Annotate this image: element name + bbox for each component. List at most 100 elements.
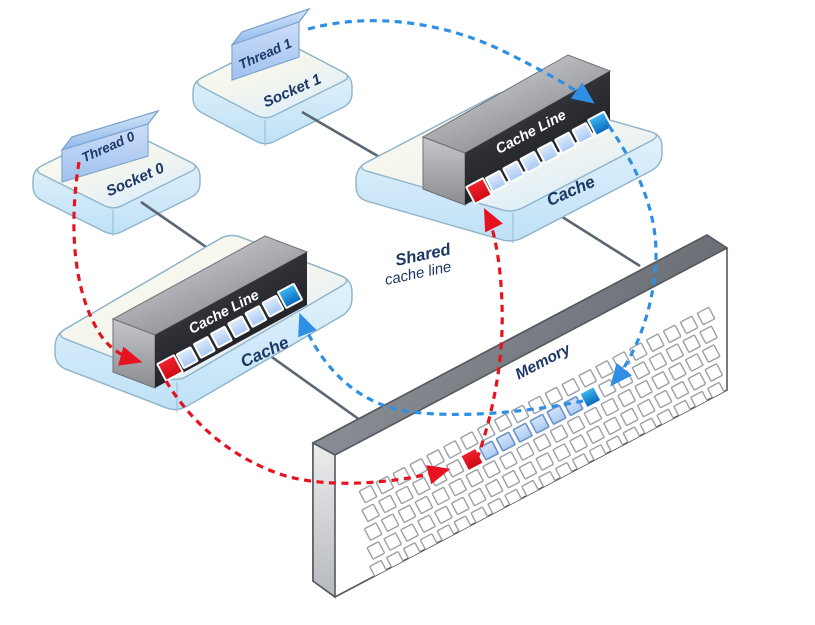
memory-cell [670,381,690,400]
thread-1-front [231,21,300,81]
memory-cell [366,541,385,560]
memory-cell [687,372,707,391]
memory-cell [552,443,571,462]
thread-0-front [61,123,149,183]
cache-line-box-left: Cache Line [111,235,309,389]
memory-cell [620,407,639,427]
cache-cell-light [210,325,233,349]
shared-cache-line-annotation: Shared cache line [383,240,453,289]
memory-cell [696,306,716,326]
memory-cell [516,442,535,461]
socket-1-platform-top [196,40,349,119]
memory-cell [569,434,588,453]
memory-cell [535,452,554,471]
memory-cell-light [529,413,550,434]
cache-cell-light [244,305,267,328]
memory-cell [482,460,501,479]
cache-cell-light [571,122,594,145]
memory-grid [358,306,726,579]
cache-line-cells-left [156,283,303,382]
cache-cell-light [193,336,216,359]
memory-cell [685,353,704,372]
cache-cell-bright [277,283,303,309]
red-flow-cacheL-to-memory [164,380,451,485]
memory-cell [663,324,682,343]
memory-cell [378,494,397,514]
cache-cell-light [502,160,525,183]
memory-cell [679,315,699,335]
cache-cell-light [485,170,508,193]
memory-cell [648,352,668,371]
memory-cell [364,522,383,541]
memory-cell [494,413,513,432]
memory-cell [361,503,380,522]
memory-cell [451,496,470,516]
memory-cell-light [512,422,533,443]
memory-cell [358,484,378,504]
memory-cell-light [546,404,567,425]
cache-line-box-right: Cache Line [421,54,613,206]
memory-cell [566,415,586,434]
memory-cell [460,431,479,450]
memory-cell [518,461,538,480]
connector-cacheR-memory [555,211,641,268]
memory-cell [431,486,450,506]
red-flow-thread0-to-cacheL [72,161,143,366]
data-flows [72,19,658,485]
memory-cell [634,380,653,399]
memory-cell [653,389,673,409]
blue-flow-cacheR-to-memory [607,125,658,387]
cache-right: Cache Line Cache [355,54,663,243]
memory-cell-bright [579,385,602,409]
memory-cell [583,406,603,426]
memory-cell [699,325,718,344]
cache-cell-light [519,151,543,174]
memory-cell [631,361,651,380]
memory-cell [561,378,580,397]
cache-cell-red [465,177,493,205]
memory-cell [426,449,445,468]
memory-cell [465,469,484,488]
memory-cell [499,451,518,470]
cache-cell-light [537,141,560,164]
memory-cell-light [478,440,499,461]
cache-cell-light [176,346,199,369]
memory-side-face [312,441,336,599]
cache-cell-light [227,315,250,338]
thread-0-box [60,109,160,183]
cache-line-box-right-front [465,71,610,205]
memory-cell [443,440,462,459]
red-flow-memory-to-cacheR [475,207,504,460]
cache-cell-light [554,131,577,155]
memory-cell [400,523,419,542]
memory-cell [533,433,552,452]
memory-cell [395,485,414,505]
memory-cell [651,371,670,390]
blue-flow-memory-to-cacheL [298,312,584,417]
cache-cell-red [156,354,184,382]
memory-cell [617,388,636,408]
memory-cell [668,362,687,381]
memory-cell [704,363,723,382]
memory-cell [544,386,564,406]
memory-slab: Memory [311,234,729,599]
cache-line-cells-right [465,110,613,205]
memory-cell [434,505,453,524]
memory-cell [409,458,428,477]
memory-cell [549,424,569,443]
memory-cell [383,532,402,551]
memory-cell-light [495,431,516,452]
blue-flow-thread1-to-cacheR [307,19,595,104]
thread-1-box [230,7,311,81]
cache-cell-bright [587,110,613,137]
memory-cell [586,425,605,444]
cache-cell-light [261,295,285,318]
connector-cacheL-memory [261,348,361,422]
memory-cell [484,478,504,498]
memory-cell [665,343,684,362]
memory-cell [603,416,622,435]
cache-left: Cache Line Cache [54,234,353,412]
memory-cell [397,504,417,523]
